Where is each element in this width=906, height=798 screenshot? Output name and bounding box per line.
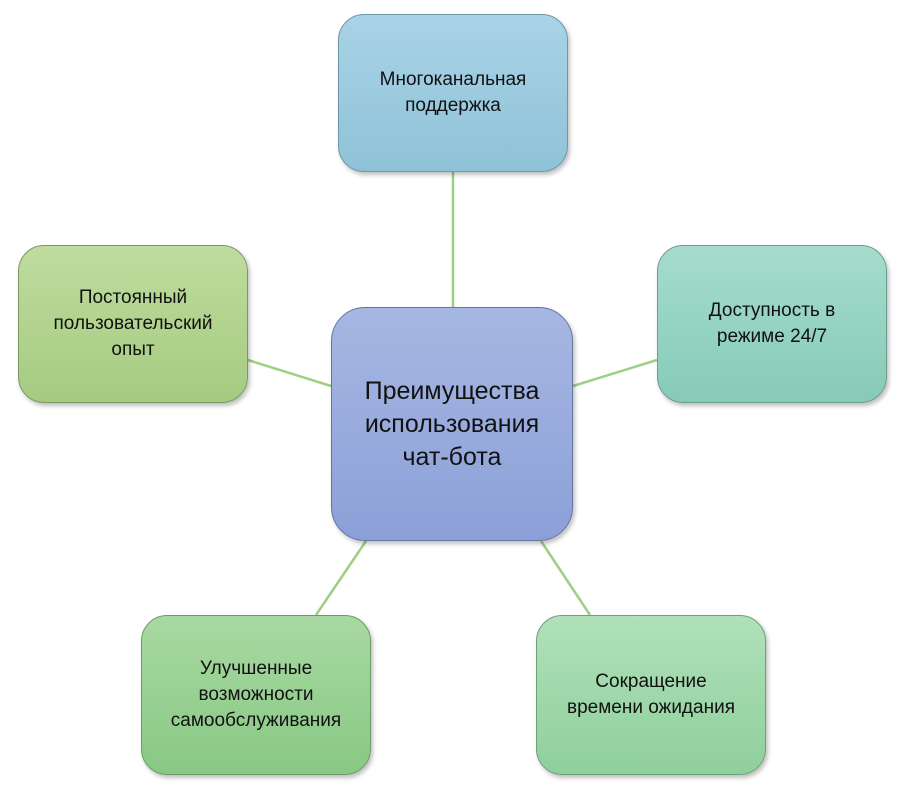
node-center-chatbot-benefits: Преимущества использования чат-бота (331, 307, 573, 541)
connector-right (572, 358, 658, 388)
node-self-service: Улучшенные возможности самообслуживания (141, 615, 371, 775)
node-availability-24-7-label: Доступность в режиме 24/7 (708, 300, 836, 347)
node-reduced-wait-time-label: Сокращение времени ожидания (567, 671, 735, 718)
node-consistent-user-experience-label: Постоянный пользовательский опыт (53, 287, 213, 360)
connector-bottom-left (314, 540, 368, 616)
node-self-service-label: Улучшенные возможности самообслуживания (170, 658, 342, 731)
node-multichannel-support: Многоканальная поддержка (338, 14, 568, 172)
node-multichannel-support-label: Многоканальная поддержка (379, 69, 527, 116)
node-reduced-wait-time: Сокращение времени ожидания (536, 615, 766, 775)
connector-left (247, 358, 332, 388)
node-consistent-user-experience: Постоянный пользовательский опыт (18, 245, 248, 403)
connector-bottom-right (539, 540, 592, 616)
node-center-label: Преимущества использования чат-бота (364, 376, 540, 471)
node-availability-24-7: Доступность в режиме 24/7 (657, 245, 887, 403)
